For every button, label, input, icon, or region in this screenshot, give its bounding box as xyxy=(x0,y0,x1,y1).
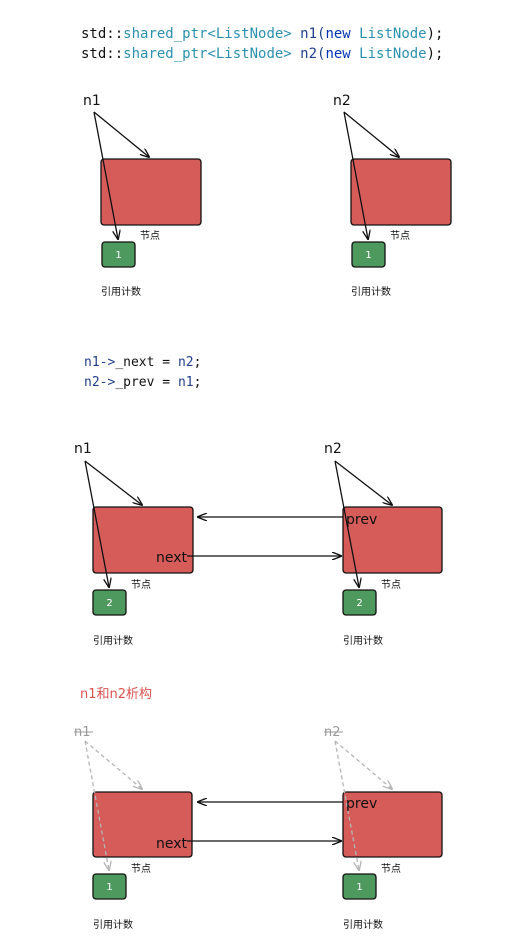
ref-count-value: 2 xyxy=(356,598,362,609)
code-token: new xyxy=(325,46,351,62)
list-node-box xyxy=(342,506,443,574)
code-token: n2 xyxy=(178,355,194,370)
node-label: 节点 xyxy=(390,230,410,242)
next-pointer-label: next xyxy=(156,836,188,852)
ref-count-box xyxy=(92,589,127,616)
list-node-box xyxy=(350,158,452,226)
arrow xyxy=(334,460,392,505)
arrow xyxy=(343,111,399,157)
code-token: _prev xyxy=(115,375,154,390)
ref-count-box xyxy=(342,873,377,900)
code-line-3: n1->_next = n2; xyxy=(84,355,201,370)
code-token: = xyxy=(154,375,177,390)
arrow xyxy=(334,460,359,587)
ref-count-box xyxy=(101,241,136,268)
code-token: shared_ptr<ListNode> xyxy=(123,46,292,62)
node-label: 节点 xyxy=(381,579,401,591)
ref-count-label: 引用计数 xyxy=(351,285,391,298)
code-token: std:: xyxy=(81,46,123,62)
arrow xyxy=(93,111,118,239)
arrow xyxy=(93,111,149,157)
ref-count-box xyxy=(92,873,127,900)
code-line-2: std::shared_ptr<ListNode> n2(new ListNod… xyxy=(81,46,443,62)
section-title: n1和n2析构 xyxy=(80,687,152,702)
code-token: ListNode xyxy=(351,26,427,42)
code-token: n2-> xyxy=(84,375,115,390)
node-label: 节点 xyxy=(131,579,151,591)
next-pointer-label: next xyxy=(156,550,188,566)
ref-count-label: 引用计数 xyxy=(343,634,383,647)
list-node-box xyxy=(342,791,443,858)
ref-count-value: 1 xyxy=(365,250,371,261)
code-token: std:: xyxy=(81,26,123,42)
code-token: ); xyxy=(427,46,444,62)
ref-count-value: 1 xyxy=(115,250,121,261)
prev-pointer-label: prev xyxy=(346,512,377,528)
pointer-label-n2: n2 xyxy=(333,93,351,109)
ref-count-label: 引用计数 xyxy=(93,634,133,647)
node-label: 节点 xyxy=(131,863,151,875)
list-node-box xyxy=(92,791,193,858)
pointer-label-n2: n2 xyxy=(324,441,342,457)
dashed-arrow xyxy=(84,740,142,789)
ref-count-label: 引用计数 xyxy=(101,285,141,298)
code-token: ; xyxy=(194,375,202,390)
node-label: 节点 xyxy=(140,230,160,242)
arrow xyxy=(84,460,109,587)
code-token: ); xyxy=(427,26,444,42)
ref-count-value: 1 xyxy=(356,882,362,893)
dashed-arrow xyxy=(84,740,109,870)
pointer-label-n1: n1 xyxy=(83,93,101,109)
stage-2-diagram: n1 next 节点 2 引用计数 n2 prev 节点 2 引用计数 xyxy=(74,441,443,647)
code-token: shared_ptr<ListNode> xyxy=(123,26,292,42)
pointer-label-n1: n1 xyxy=(74,441,92,457)
code-token: ListNode xyxy=(351,46,427,62)
ref-count-label: 引用计数 xyxy=(93,918,133,931)
code-token: n1 xyxy=(178,375,194,390)
ref-count-label: 引用计数 xyxy=(343,918,383,931)
code-token: n1-> xyxy=(84,355,115,370)
code-token: ; xyxy=(194,355,202,370)
node-label: 节点 xyxy=(381,863,401,875)
prev-pointer-label: prev xyxy=(346,796,377,812)
code-line-4: n2->_prev = n1; xyxy=(84,375,201,390)
arrow xyxy=(84,460,142,505)
list-node-box xyxy=(92,506,194,574)
code-token: = xyxy=(154,355,177,370)
code-block-2: n1->_next = n2; n2->_prev = n1; xyxy=(84,355,201,390)
code-block-1: std::shared_ptr<ListNode> n1(new ListNod… xyxy=(81,26,443,62)
stage-3-diagram: n1 next 节点 1 引用计数 n2 prev 节点 1 引用计数 xyxy=(74,725,443,931)
code-line-1: std::shared_ptr<ListNode> n1(new ListNod… xyxy=(81,26,443,42)
code-token: new xyxy=(325,26,351,42)
code-token: _next xyxy=(115,355,154,370)
ref-count-value: 2 xyxy=(106,598,112,609)
ref-count-box xyxy=(342,589,377,616)
code-token: n2( xyxy=(292,46,326,62)
arrow xyxy=(343,111,368,239)
stage-1-diagram: n1 节点 1 引用计数 n2 节点 1 引用计数 xyxy=(83,93,452,298)
dashed-arrow xyxy=(334,740,392,789)
list-node-box xyxy=(100,158,202,226)
dashed-arrow xyxy=(334,740,359,870)
code-token: n1( xyxy=(292,26,326,42)
ref-count-box xyxy=(351,241,386,268)
ref-count-value: 1 xyxy=(106,882,112,893)
